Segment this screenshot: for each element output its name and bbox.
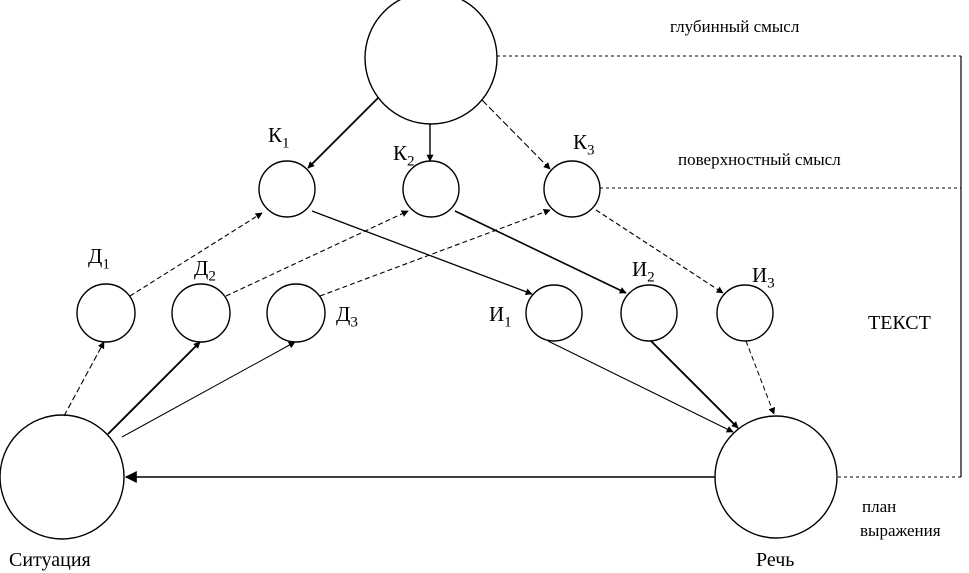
k2-circle <box>402 160 460 218</box>
arrow-situation-to-d1 <box>63 341 105 417</box>
arrow-i1-to-speech <box>547 340 734 433</box>
arrow-i2-to-speech <box>650 340 739 429</box>
deep-meaning-circle <box>364 0 498 125</box>
arrow-deep-to-k3 <box>481 99 551 170</box>
i2-label: И2 <box>632 257 655 286</box>
i3-label: И3 <box>752 263 775 292</box>
d2-circle <box>171 283 231 343</box>
speech-label: Речь <box>756 549 795 571</box>
i3-circle <box>716 284 774 342</box>
i1-circle <box>525 284 583 342</box>
d1-circle <box>76 283 136 343</box>
i2-circle <box>620 284 678 342</box>
k3-label: К3 <box>573 130 595 159</box>
d3-circle <box>266 283 326 343</box>
situation-circle <box>0 414 125 540</box>
arrow-d1-to-k1 <box>129 212 263 297</box>
i1-label: И1 <box>489 302 512 331</box>
surface-meaning-label: поверхностный смысл <box>678 150 841 169</box>
arrow-k3-to-i3 <box>595 209 724 294</box>
arrow-i3-to-speech <box>745 340 776 415</box>
deep-meaning-label: глубинный смысл <box>670 17 800 36</box>
text-label: ТЕКСТ <box>868 312 931 334</box>
arrow-d3-to-k3 <box>319 208 551 297</box>
plan-label-line1: план <box>862 497 897 516</box>
speech-circle <box>714 415 838 539</box>
plan-label-line2: выражения <box>860 521 941 540</box>
arrow-d2-to-k2 <box>225 210 409 297</box>
arrow-k1-to-i1 <box>311 210 533 296</box>
situation-label: Ситуация <box>9 549 91 571</box>
k2-label: К2 <box>393 141 415 170</box>
arrow-deep-to-k1 <box>307 97 379 169</box>
d3-label: Д3 <box>336 302 358 331</box>
d2-label: Д2 <box>194 256 216 285</box>
d1-label: Д1 <box>88 244 110 273</box>
arrow-situation-to-d2 <box>107 341 201 435</box>
arrow-situation-to-d3 <box>121 341 296 438</box>
k1-circle <box>258 160 316 218</box>
k1-label: К1 <box>268 123 290 152</box>
arrow-k2-to-i2 <box>454 210 627 294</box>
k3-circle <box>543 160 601 218</box>
